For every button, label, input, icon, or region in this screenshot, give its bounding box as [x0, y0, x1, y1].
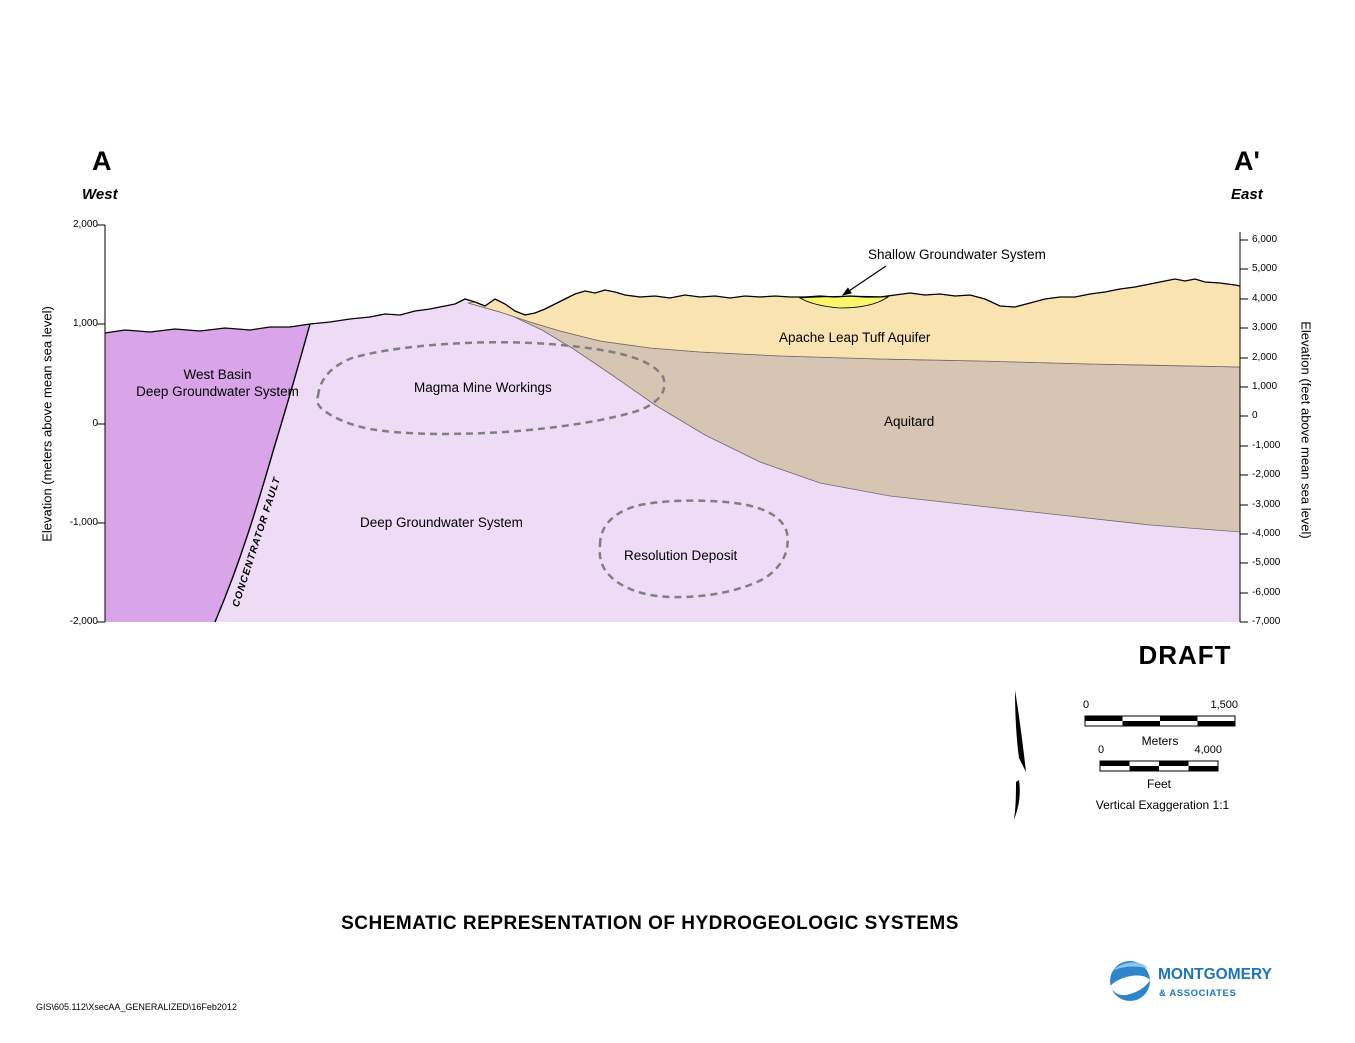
meters-scale-min: 0	[1082, 699, 1090, 711]
left-tick-label: 2,000	[72, 219, 98, 230]
west-basin-label-line1: West Basin	[183, 367, 252, 382]
logo-globe-icon	[1110, 961, 1150, 1001]
west-basin-region	[105, 324, 310, 622]
logo-company-name: MONTGOMERY	[1158, 966, 1272, 983]
feet-scale-min: 0	[1097, 744, 1105, 756]
right-tick-label: 5,000	[1252, 263, 1278, 274]
feet-scale-bar	[1099, 760, 1219, 772]
shallow-groundwater-label: Shallow Groundwater System	[868, 247, 1046, 262]
logo-company-subtitle: & ASSOCIATES	[1159, 988, 1237, 999]
right-axis	[1239, 232, 1248, 623]
west-basin-label: West Basin Deep Groundwater System	[105, 366, 330, 400]
right-tick-label: -2,000	[1252, 469, 1281, 480]
right-tick-label: 4,000	[1252, 293, 1278, 304]
draft-watermark: DRAFT	[1138, 640, 1232, 670]
left-tick-label: -1,000	[69, 517, 98, 528]
right-tick-label: 3,000	[1252, 322, 1278, 333]
right-tick-label: -7,000	[1252, 616, 1281, 627]
meters-scale-unit: Meters	[1141, 734, 1179, 748]
right-tick-label: -3,000	[1252, 499, 1281, 510]
aquitard-label: Aquitard	[884, 414, 935, 429]
meters-scale-max: 1,500	[1210, 699, 1238, 711]
right-tick-label: 0	[1252, 410, 1258, 421]
magma-mine-workings-label: Magma Mine Workings	[414, 380, 552, 395]
section-endpoint-a: A	[92, 146, 112, 176]
left-tick-label: 1,000	[72, 318, 98, 329]
left-tick-label: 0	[92, 418, 98, 429]
right-tick-label: 2,000	[1252, 352, 1278, 363]
meters-scale-bar	[1084, 715, 1236, 727]
section-endpoint-a-prime: A'	[1234, 146, 1260, 176]
apache-leap-aquifer-label: Apache Leap Tuff Aquifer	[779, 330, 931, 345]
right-tick-label: 1,000	[1252, 381, 1278, 392]
right-tick-label: -1,000	[1252, 440, 1281, 451]
file-path-label: GIS\605.112\XsecAA_GENERALIZED\16Feb2012	[36, 1002, 237, 1012]
right-tick-label: -4,000	[1252, 528, 1281, 539]
right-tick-label: -5,000	[1252, 557, 1281, 568]
right-tick-label: -6,000	[1252, 587, 1281, 598]
section-direction-west: West	[82, 186, 118, 203]
left-axis	[97, 224, 106, 623]
resolution-deposit-outline	[598, 499, 789, 599]
concentrator-fault-line	[214, 323, 311, 623]
north-arrow-icon	[1014, 690, 1026, 820]
feet-scale-unit: Feet	[1146, 777, 1171, 791]
resolution-deposit-label: Resolution Deposit	[624, 548, 738, 563]
left-tick-label: -2,000	[69, 616, 98, 627]
west-basin-label-line2: Deep Groundwater System	[136, 384, 299, 399]
figure-title: SCHEMATIC REPRESENTATION OF HYDROGEOLOGI…	[341, 913, 959, 934]
deep-groundwater-label: Deep Groundwater System	[360, 515, 523, 530]
vertical-exaggeration-label: Vertical Exaggeration 1:1	[1095, 798, 1230, 812]
section-direction-east: East	[1231, 186, 1263, 203]
shallow-groundwater-arrow	[842, 265, 887, 296]
right-tick-label: 6,000	[1252, 234, 1278, 245]
ground-surface-line	[104, 278, 1241, 334]
feet-scale-max: 4,000	[1194, 744, 1222, 756]
